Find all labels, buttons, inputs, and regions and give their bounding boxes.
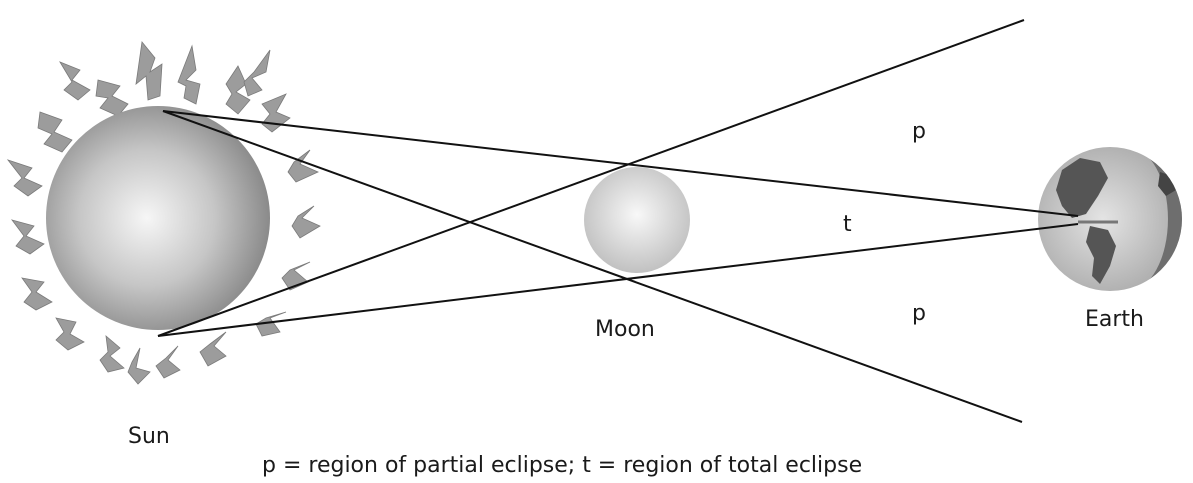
label-partial-lower: p <box>912 301 926 326</box>
sun-disk <box>46 106 270 330</box>
label-moon: Moon <box>595 317 655 342</box>
ray-sun-bottom-to-upper-partial <box>157 19 1025 337</box>
label-sun: Sun <box>128 424 170 449</box>
earth-continent-north-america <box>1056 158 1108 218</box>
label-earth: Earth <box>1085 307 1144 332</box>
moon-disk <box>584 167 690 273</box>
sun <box>6 41 321 385</box>
ray-sun-bottom-to-earth <box>157 223 1079 337</box>
earth-continent-south-america <box>1086 226 1116 284</box>
label-partial-upper: p <box>912 119 926 144</box>
ray-sun-top-to-lower-partial <box>162 110 1023 423</box>
ray-sun-top-to-earth <box>162 110 1079 217</box>
earth <box>1038 147 1182 291</box>
label-total: t <box>843 212 852 237</box>
caption: p = region of partial eclipse; t = regio… <box>262 453 862 478</box>
